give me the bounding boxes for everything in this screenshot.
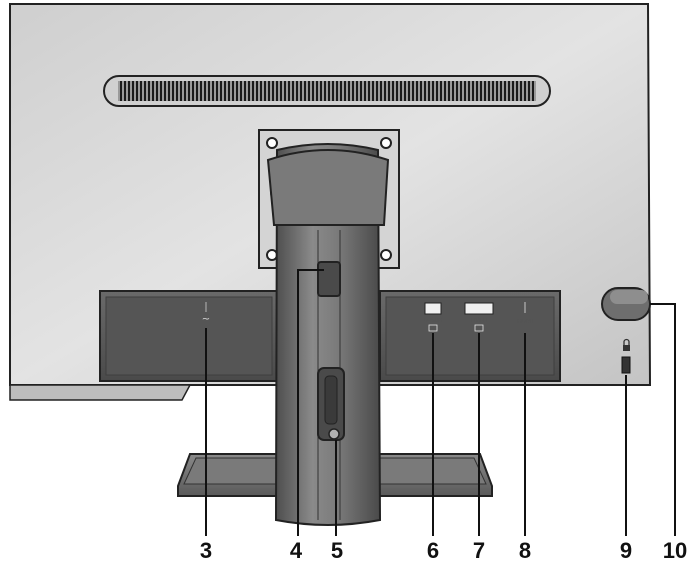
cable-clip-lower-slot <box>324 375 338 425</box>
vesa-screw-hole <box>266 137 278 149</box>
d-sub-connector <box>424 302 442 315</box>
housing-bottom-lip <box>9 384 192 401</box>
cable-clip-upper <box>317 261 341 297</box>
callout-9: 9 <box>619 538 633 563</box>
stand-neck-top <box>266 149 390 226</box>
stand-neck <box>274 143 382 526</box>
callout-3: 3 <box>199 538 213 563</box>
d-sub-icon <box>428 324 438 332</box>
hook-shading <box>610 290 648 304</box>
leader-line-10 <box>650 303 676 536</box>
callout-10: 10 <box>662 538 688 563</box>
d-sub-label: D-SUB <box>424 318 443 324</box>
vesa-screw-hole <box>266 249 278 261</box>
hdmi-label: HDMI <box>517 319 533 325</box>
callout-7: 7 <box>472 538 486 563</box>
dvi-d-connector <box>464 302 494 315</box>
vent-slots <box>118 81 536 101</box>
cable-clip-screw <box>328 428 340 440</box>
callout-4: 4 <box>289 538 303 563</box>
callout-5: 5 <box>330 538 344 563</box>
dvi-d-icon <box>474 324 484 332</box>
leader-line-4 <box>297 269 324 536</box>
callout-8: 8 <box>518 538 532 563</box>
lock-icon <box>623 338 630 351</box>
power-symbol: ~ <box>202 314 210 325</box>
leader-lines <box>205 269 676 536</box>
callout-6: 6 <box>426 538 440 563</box>
power-panel-inset <box>105 296 273 376</box>
dvi-d-label: DVI-D <box>471 318 488 324</box>
vesa-screw-hole <box>380 249 392 261</box>
lock-slot <box>621 356 631 374</box>
vesa-screw-hole <box>380 137 392 149</box>
